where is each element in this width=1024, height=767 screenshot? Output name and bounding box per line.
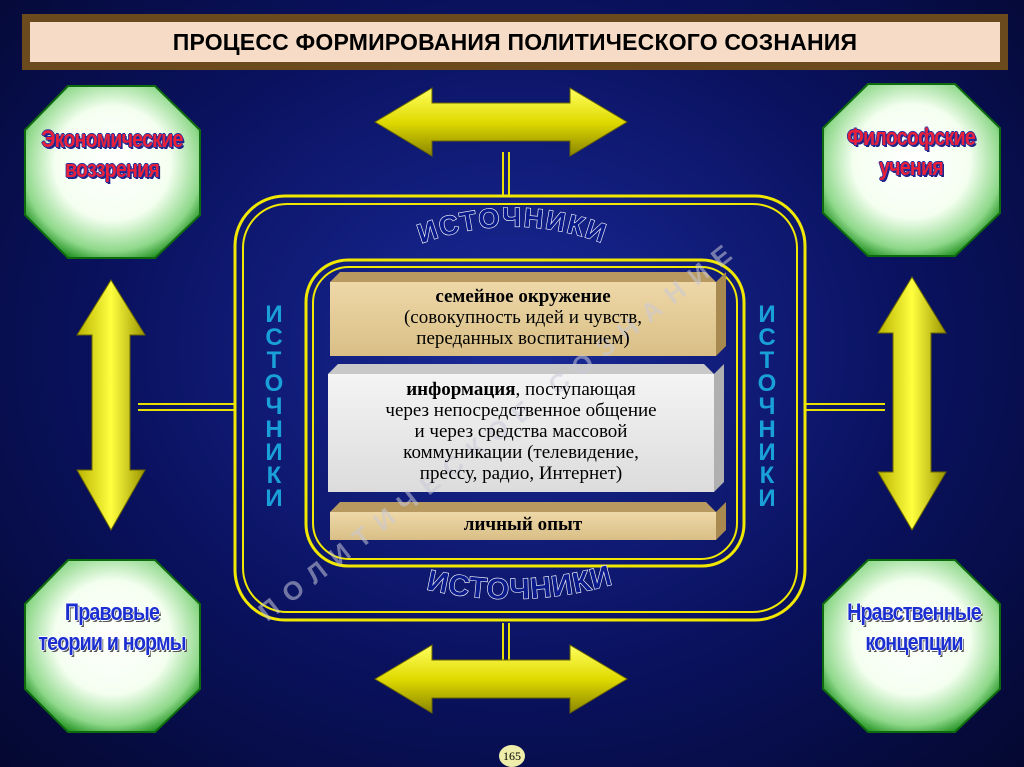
label-economic-views: Экономические воззрения <box>41 126 183 183</box>
sources-letter: Т <box>266 347 282 374</box>
sources-letter: О <box>757 370 777 397</box>
label-legal-theories: Правовые теории и нормы <box>38 599 186 656</box>
connector-lines <box>138 152 885 665</box>
sources-label-top: ИСТОЧНИКИ <box>414 202 612 249</box>
sources-letter: И <box>758 485 776 512</box>
octagon-bottom-right <box>822 559 1001 733</box>
sources-letter: Н <box>758 416 776 443</box>
sources-letter: Н <box>265 416 283 443</box>
box-information-text: информация, поступающая через непосредст… <box>328 379 714 484</box>
family-line3: переданных воспитанием) <box>416 328 630 349</box>
sources-outer-frame <box>233 194 807 622</box>
sources-letter: К <box>759 462 775 489</box>
info-line2: через непосредственное общение <box>385 400 657 421</box>
sources-letter: С <box>758 324 776 351</box>
sources-letter: К <box>266 462 282 489</box>
sources-letter: И <box>758 439 776 466</box>
sources-letter: И <box>265 301 283 328</box>
sources-letter: С <box>265 324 283 351</box>
family-line2: (совокупность идей и чувств, <box>403 307 642 328</box>
sources-inner-frame <box>304 258 746 568</box>
box-family-text: семейное окружение (совокупность идей и … <box>330 286 716 349</box>
octagon-top-right <box>822 83 1001 257</box>
family-title: семейное окружение <box>435 286 611 307</box>
double-arrow-top <box>374 87 628 157</box>
page-title: ПРОЦЕСС ФОРМИРОВАНИЯ ПОЛИТИЧЕСКОГО СОЗНА… <box>30 22 1000 62</box>
sources-letter: Ч <box>265 393 283 420</box>
double-arrow-right <box>877 276 947 531</box>
octagon-top-left <box>24 85 201 259</box>
info-title: информация <box>406 379 516 400</box>
label-moral-concepts: Нравственные концепции <box>847 599 982 656</box>
info-line4: коммуникации (телевидение, <box>403 442 639 463</box>
sources-letter: И <box>265 439 283 466</box>
sources-letter: О <box>264 370 284 397</box>
sources-letter: И <box>265 485 283 512</box>
label-philosophical-teachings: Философские учения <box>847 124 976 181</box>
title-bar: ПРОЦЕСС ФОРМИРОВАНИЯ ПОЛИТИЧЕСКОГО СОЗНА… <box>22 14 1008 70</box>
box-experience-text: личный опыт <box>463 514 583 535</box>
info-line5: прессу, радио, Интернет) <box>419 463 623 484</box>
page-number: 165 <box>499 745 525 767</box>
box-information <box>328 364 724 492</box>
box-family <box>330 272 726 356</box>
box-experience <box>330 502 726 540</box>
sources-letter: Ч <box>758 393 776 420</box>
octagon-bottom-left <box>24 559 201 733</box>
info-line1-rest: , поступающая <box>515 379 636 400</box>
sources-letter: Т <box>759 347 775 374</box>
double-arrow-left <box>76 279 146 532</box>
sources-letter: И <box>758 301 776 328</box>
double-arrow-bottom <box>374 644 628 714</box>
info-line3: и через средства массовой <box>414 421 628 442</box>
